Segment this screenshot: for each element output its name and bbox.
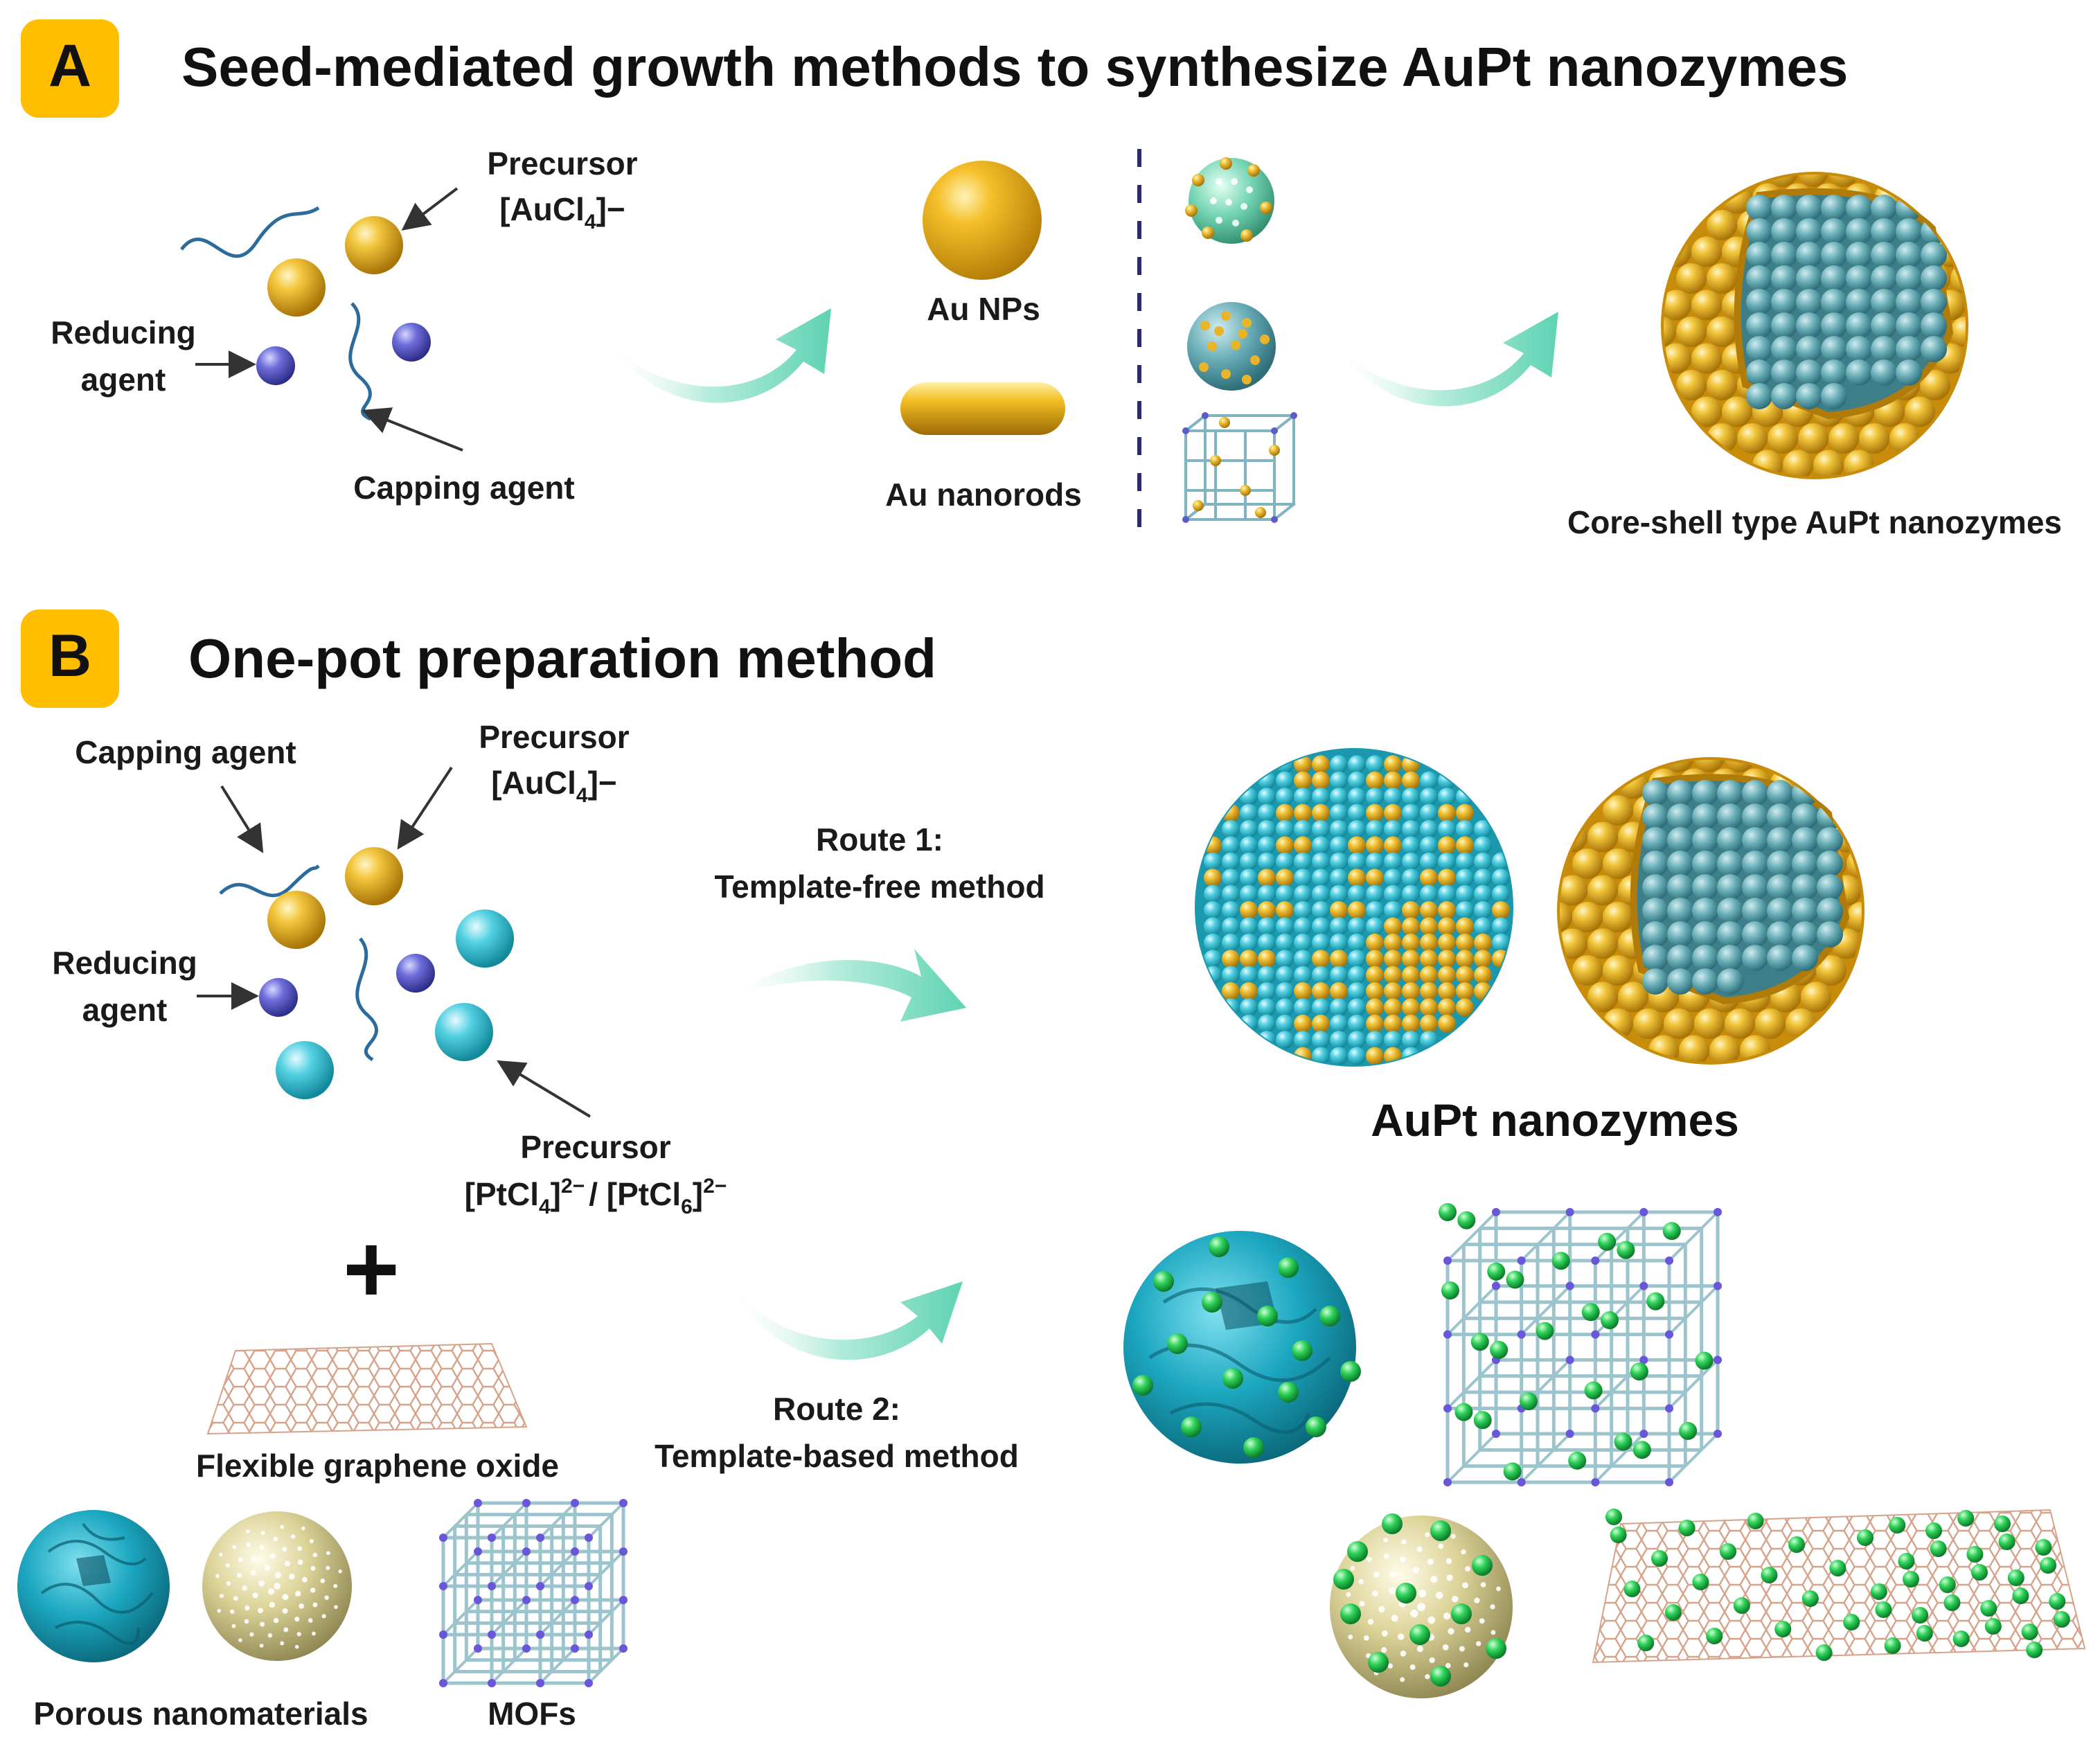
graphene-green-product-icon: [1592, 1509, 2086, 1664]
reducing-agent-label-b-1: Reducing: [52, 945, 197, 981]
precursor-au-formula-b: [AuCl4]−: [491, 765, 617, 807]
pt-precursor-sphere-icon: [276, 1041, 334, 1099]
au-np-sphere-icon: [923, 161, 1042, 280]
au-precursor-sphere-icon: [267, 258, 326, 317]
plus-sign: +: [343, 1214, 400, 1323]
route1-label-1: Route 1:: [816, 821, 943, 857]
panel-b-badge: [21, 610, 119, 708]
porous-nanomaterial-icon: [17, 1510, 170, 1662]
mint-hollow-sphere-icon: [1185, 157, 1274, 244]
panel-a-badge-letter: A: [48, 33, 91, 99]
precursor-formula: [AuCl4]−: [499, 191, 625, 233]
mof-green-product-icon: [1439, 1203, 1722, 1486]
core-shell-nanozyme-icon: [1557, 757, 1865, 1065]
curved-process-arrow-icon: [731, 949, 966, 1022]
panel-a-badge: [21, 19, 119, 118]
panel-a: A Seed-mediated growth methods to synthe…: [21, 19, 2062, 540]
reducing-agent-label-1: Reducing: [51, 314, 196, 350]
graphene-oxide-sheet-icon: [206, 1342, 528, 1435]
pt-precursor-pointer-arrow: [497, 1060, 591, 1118]
capping-agent-label-b: Capping agent: [75, 734, 296, 770]
porous-green-product-icon: [1123, 1231, 1361, 1464]
reducing-agent-label-b-2: agent: [82, 992, 168, 1028]
au-nanorod-icon: [900, 382, 1065, 435]
au-precursor-sphere-icon: [345, 847, 403, 905]
precursor-label: Precursor: [487, 145, 637, 181]
reducing-agent-sphere-icon: [259, 978, 298, 1017]
pt-precursor-sphere-icon: [435, 1003, 493, 1061]
precursor-pointer-arrow: [401, 187, 459, 231]
reducing-agent-sphere-icon: [256, 346, 295, 385]
reducing-agent-sphere-icon: [392, 323, 431, 362]
au-nanorods-label: Au nanorods: [885, 477, 1082, 513]
capping-agent-label: Capping agent: [353, 470, 574, 506]
capping-agent-wave-icon: [355, 937, 378, 1062]
au-precursor-sphere-icon: [345, 216, 403, 274]
pt-precursor-sphere-icon: [456, 909, 514, 968]
alloy-mixed-sphere-icon: [1195, 748, 1513, 1067]
aupt-nanozymes-label: AuPt nanozymes: [1371, 1094, 1739, 1146]
mofs-label: MOFs: [488, 1696, 576, 1732]
curved-process-arrow-icon: [1337, 312, 1558, 407]
route1-label-2: Template-free method: [714, 869, 1044, 905]
porous-sphere-gold-icon: [1187, 302, 1276, 391]
panel-a-title: Seed-mediated growth methods to synthesi…: [181, 36, 1848, 98]
curved-process-arrow-icon: [609, 308, 831, 403]
au-precursor-sphere-icon: [267, 891, 326, 949]
au-nps-label: Au NPs: [927, 291, 1040, 327]
reducing-agent-label-2: agent: [81, 362, 166, 398]
panel-b-title: One-pot preparation method: [188, 628, 936, 689]
curved-process-arrow-icon: [731, 1281, 963, 1360]
panel-b: B One-pot preparation method Capping age…: [17, 610, 2086, 1732]
capping-agent-wave-icon: [219, 864, 320, 898]
precursor-pt-label-b: Precursor: [520, 1129, 670, 1165]
graphene-oxide-label: Flexible graphene oxide: [196, 1448, 559, 1484]
hollow-cream-sphere-icon: [202, 1511, 352, 1661]
core-shell-label: Core-shell type AuPt nanozymes: [1567, 504, 2062, 540]
capping-agent-wave-icon: [180, 206, 320, 258]
route2-label-2: Template-based method: [655, 1438, 1019, 1474]
porous-nanomaterials-label: Porous nanomaterials: [33, 1696, 368, 1732]
panel-b-reactants: [197, 766, 591, 1118]
hollow-green-product-icon: [1330, 1513, 1513, 1698]
panel-b-badge-letter: B: [48, 623, 91, 689]
mof-cube-gold-icon: [1182, 412, 1297, 523]
panel-a-reactants: [180, 187, 463, 452]
reducing-agent-sphere-icon: [396, 954, 435, 993]
precursor-pointer-arrow: [397, 766, 453, 850]
route2-label-1: Route 2:: [773, 1391, 900, 1427]
precursor-pt-formula-b: [PtCl4]2−/ [PtCl6]2−: [465, 1175, 727, 1218]
capping-agent-pointer-arrow: [362, 407, 463, 452]
capping-agent-pointer-arrow: [220, 785, 264, 853]
core-shell-nanozyme-icon: [1661, 172, 1968, 479]
mof-cube-icon: [439, 1499, 628, 1687]
capping-agent-wave-icon: [348, 302, 372, 421]
precursor-au-label-b: Precursor: [479, 719, 629, 755]
